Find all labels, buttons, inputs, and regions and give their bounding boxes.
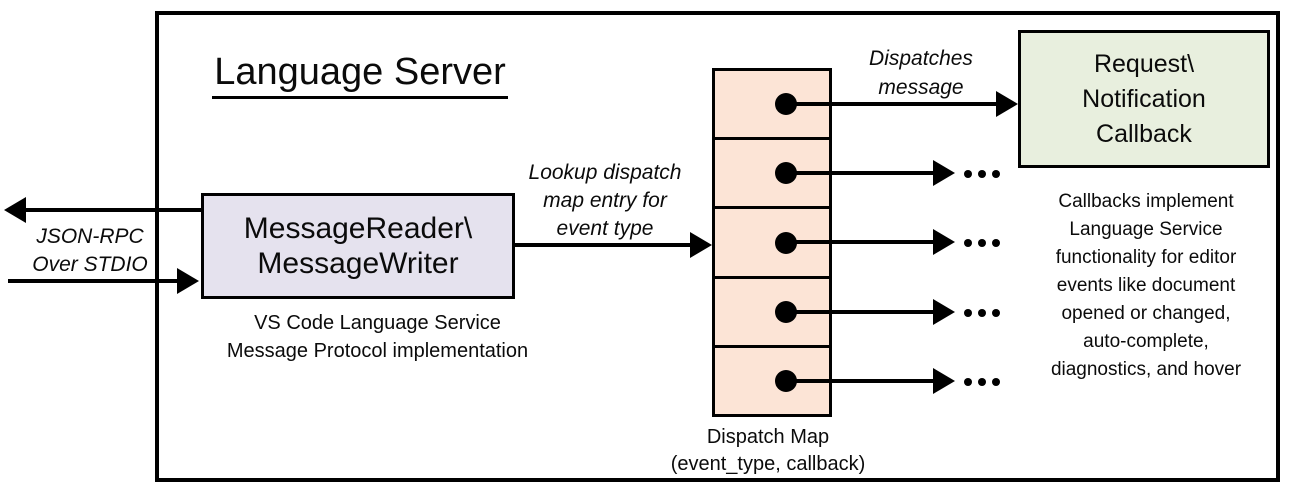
dispatch-arrow-4-head-icon (933, 299, 955, 325)
dispatch-arrow-1-head-icon (996, 91, 1018, 117)
message-reader-writer-box: MessageReader\ MessageWriter (201, 193, 515, 299)
dispatch-arrow-3-head-icon (933, 229, 955, 255)
language-server-boundary-box (155, 11, 1280, 482)
ellipsis-icon (964, 239, 1000, 247)
lookup-label: Lookup dispatch map entry for event type (528, 161, 682, 240)
request-notification-callback-box: Request\ Notification Callback (1018, 30, 1270, 168)
dispatch-arrow-5-line (786, 379, 934, 383)
ellipsis-icon (964, 170, 1000, 178)
dispatch-map-label: Dispatch Map (event_type, callback) (670, 426, 866, 475)
dispatch-arrow-4-line (786, 310, 934, 314)
dispatch-arrow-2-line (786, 171, 934, 175)
dispatch-arrow-2-head-icon (933, 160, 955, 186)
dispatches-message-label: Dispatches message (869, 47, 973, 99)
lookup-arrow-line (515, 243, 691, 247)
lookup-arrowhead-icon (690, 232, 712, 258)
ellipsis-icon (964, 378, 1000, 386)
stdio-in-arrow-line (8, 279, 178, 283)
dispatch-arrow-1-line (786, 102, 997, 106)
dispatch-arrow-5-head-icon (933, 368, 955, 394)
language-server-title: Language Server (212, 50, 508, 99)
page-title: Language Server (200, 50, 520, 99)
stdio-out-arrowhead-icon (4, 197, 26, 223)
stdio-label: JSON-RPC Over STDIO (32, 225, 148, 276)
callbacks-note: Callbacks implement Language Service fun… (1050, 191, 1242, 380)
reader-caption: VS Code Language Service Message Protoco… (226, 312, 529, 362)
dispatch-arrow-3-line (786, 240, 934, 244)
stdio-out-arrow-line (24, 208, 201, 212)
ellipsis-icon (964, 309, 1000, 317)
stdio-in-arrowhead-icon (177, 268, 199, 294)
